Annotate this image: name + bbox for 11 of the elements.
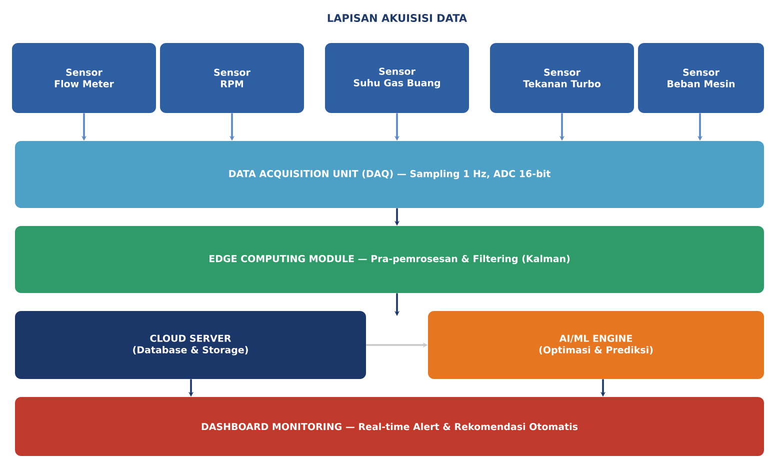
dashboard-band: DASHBOARD MONITORING — Real-time Alert & Rekomendasi Otomatis bbox=[15, 397, 764, 456]
edge-module-band: EDGE COMPUTING MODULE — Pra-pemrosesan & Filtering (Kalman) bbox=[15, 226, 764, 293]
sensor-box: Sensor Flow Meter bbox=[12, 43, 156, 113]
sensor-box: Sensor Beban Mesin bbox=[638, 43, 764, 113]
daq-band: DATA ACQUISITION UNIT (DAQ) — Sampling 1 Hz, ADC 16-bit bbox=[15, 141, 764, 208]
title: LAPISAN AKUISISI DATA bbox=[328, 14, 468, 22]
sensor-box: Sensor RPM bbox=[160, 43, 304, 113]
cloud-server-box: CLOUD SERVER (Database & Storage) bbox=[15, 311, 366, 379]
ai-engine-box: AI/ML ENGINE (Optimasi & Prediksi) bbox=[428, 311, 764, 379]
sensor-box: Sensor Tekanan Turbo bbox=[490, 43, 634, 113]
sensor-box: Sensor Suhu Gas Buang bbox=[325, 43, 469, 113]
